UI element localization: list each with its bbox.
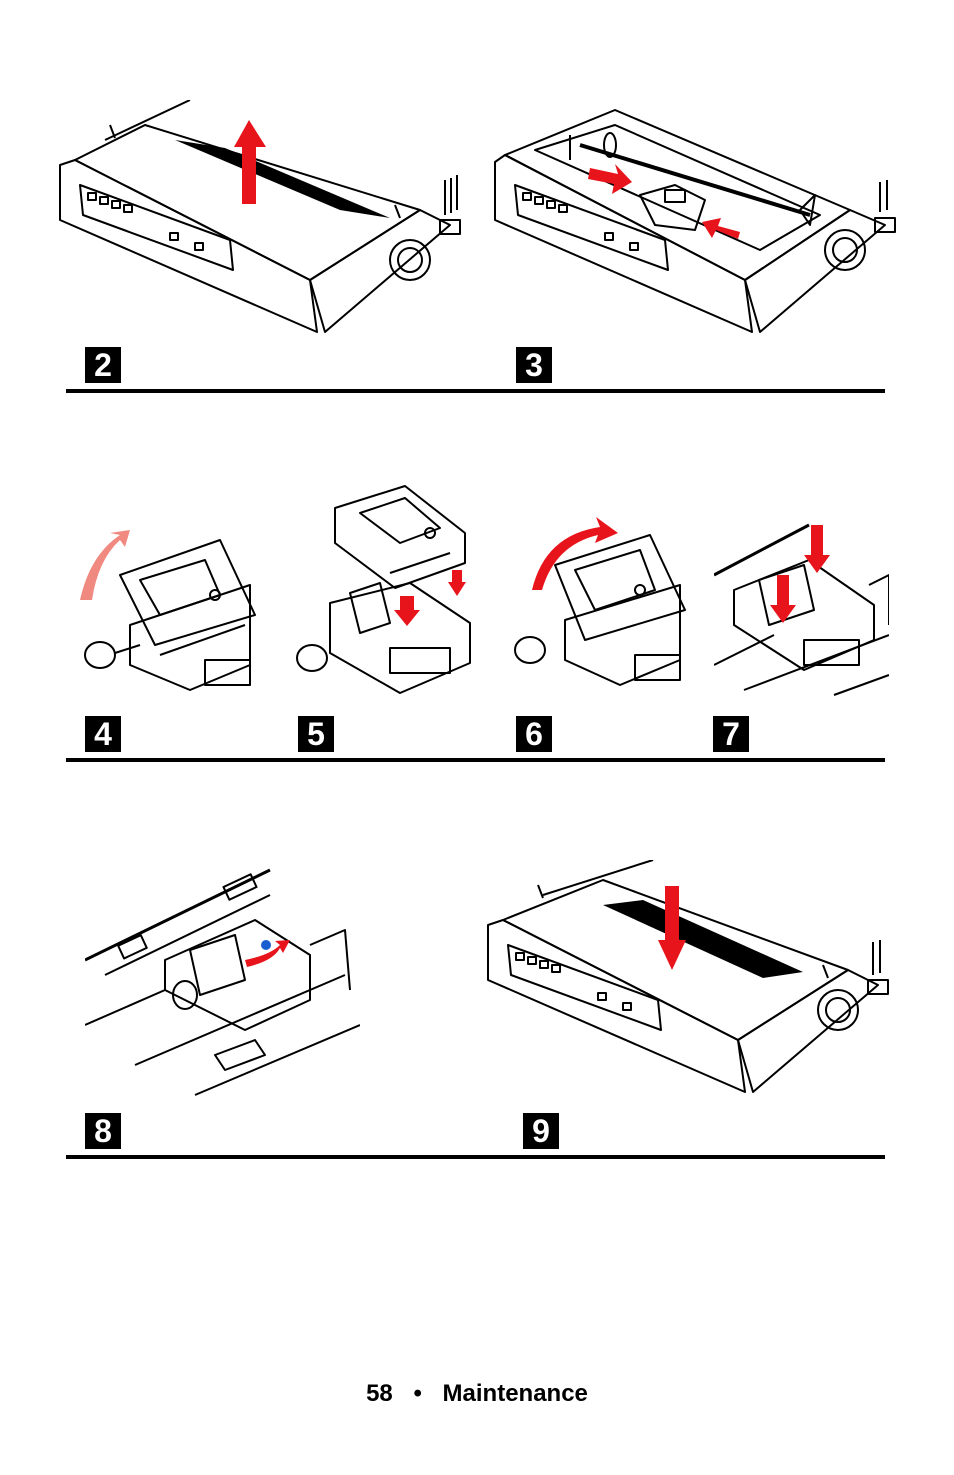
illustration-lift-old-ribbon — [70, 525, 260, 705]
section-title: Maintenance — [443, 1380, 588, 1408]
step-number-badge: 3 — [516, 347, 552, 383]
step-number-badge: 8 — [85, 1113, 121, 1149]
illustration-rotate-ribbon-down — [500, 495, 690, 705]
page-footer: 58 • Maintenance — [0, 1380, 954, 1408]
section-divider — [66, 758, 885, 762]
step-number-badge: 9 — [523, 1113, 559, 1149]
step-number-badge: 2 — [85, 347, 121, 383]
step-number-badge: 5 — [298, 716, 334, 752]
illustration-tighten-ribbon-knob — [85, 865, 360, 1100]
illustration-printer-replace-cover — [483, 860, 898, 1100]
illustration-printer-carriage-center — [490, 100, 905, 340]
step-number-badge: 7 — [713, 716, 749, 752]
illustration-seat-ribbon-cassette — [714, 515, 889, 700]
section-divider — [66, 389, 885, 393]
step-number-badge: 4 — [85, 716, 121, 752]
step-number-badge: 6 — [516, 716, 552, 752]
footer-separator: • — [413, 1380, 421, 1408]
illustration-printer-remove-cover — [55, 100, 470, 340]
illustration-insert-new-ribbon — [290, 478, 480, 703]
page-number: 58 — [366, 1380, 393, 1408]
section-divider — [66, 1155, 885, 1159]
